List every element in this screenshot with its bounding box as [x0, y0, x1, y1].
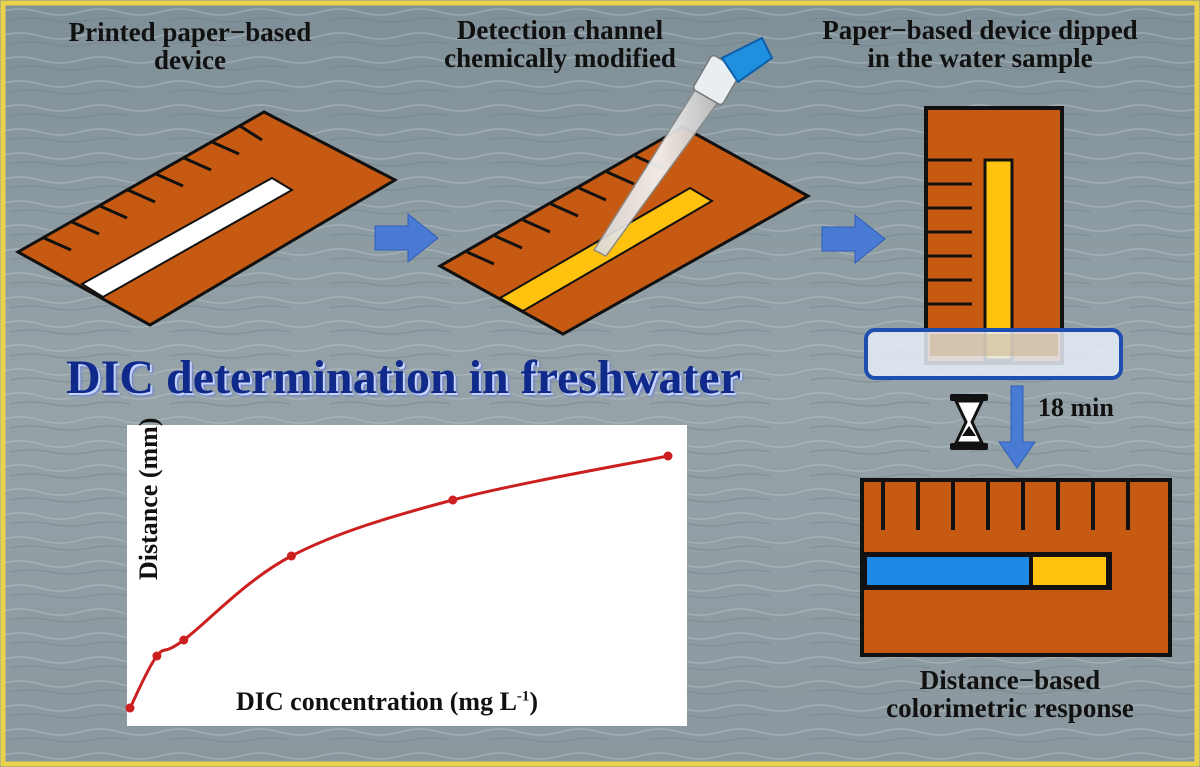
- data-point: [286, 551, 296, 561]
- step3-label: Paper−based device dipped in the water s…: [770, 16, 1190, 73]
- step2-line1: Detection channel: [456, 15, 664, 45]
- time-label: 18 min: [1038, 393, 1114, 422]
- step3-line1: Paper−based device dipped: [822, 15, 1138, 45]
- result-label: Distance−based colorimetric response: [860, 666, 1160, 723]
- step1-line1: Printed paper−based: [68, 17, 312, 47]
- scale-ticks: [928, 158, 972, 306]
- device-printed: [14, 110, 399, 327]
- data-point: [663, 451, 673, 461]
- result-line2: colorimetric response: [886, 693, 1134, 724]
- x-axis-label: DIC concentration (mg L-1): [236, 687, 538, 717]
- x-axis-label-sup: -1: [516, 688, 530, 705]
- blank-channel: [80, 176, 294, 299]
- data-point: [448, 495, 458, 505]
- hourglass-icon: [950, 394, 988, 450]
- step1-line2: device: [154, 45, 226, 76]
- device-dipped: [864, 106, 1123, 380]
- data-point: [179, 635, 189, 645]
- response-yellow-band: [1033, 557, 1106, 585]
- main-title: DIC determination in freshwater: [66, 351, 742, 404]
- scale-ticks: [43, 124, 263, 252]
- reagent-channel: [983, 158, 1014, 362]
- scale-ticks: [466, 154, 663, 266]
- step3-line2: in the water sample: [867, 43, 1093, 74]
- arrow-right-icon: [374, 212, 439, 264]
- x-axis-label-main: DIC concentration (mg L: [236, 687, 517, 716]
- arrow-down-icon: [998, 385, 1036, 469]
- x-axis-label-end: ): [529, 687, 539, 716]
- data-point: [152, 651, 162, 661]
- calibration-plot-panel: [127, 425, 687, 726]
- step2-line2: chemically modified: [444, 43, 676, 74]
- step1-label: Printed paper−based device: [30, 18, 350, 75]
- result-line1: Distance−based: [919, 665, 1101, 695]
- data-points: [125, 451, 673, 713]
- device-result: [860, 478, 1172, 657]
- y-axis-label: Distance (mm): [134, 417, 163, 580]
- series-curve: [128, 454, 669, 709]
- scale-ticks: [881, 482, 1130, 530]
- arrow-right-icon: [821, 213, 886, 265]
- step2-label: Detection channel chemically modified: [400, 16, 720, 73]
- pipette-icon: [592, 36, 774, 257]
- data-point: [125, 703, 135, 713]
- response-blue-band: [867, 557, 1029, 585]
